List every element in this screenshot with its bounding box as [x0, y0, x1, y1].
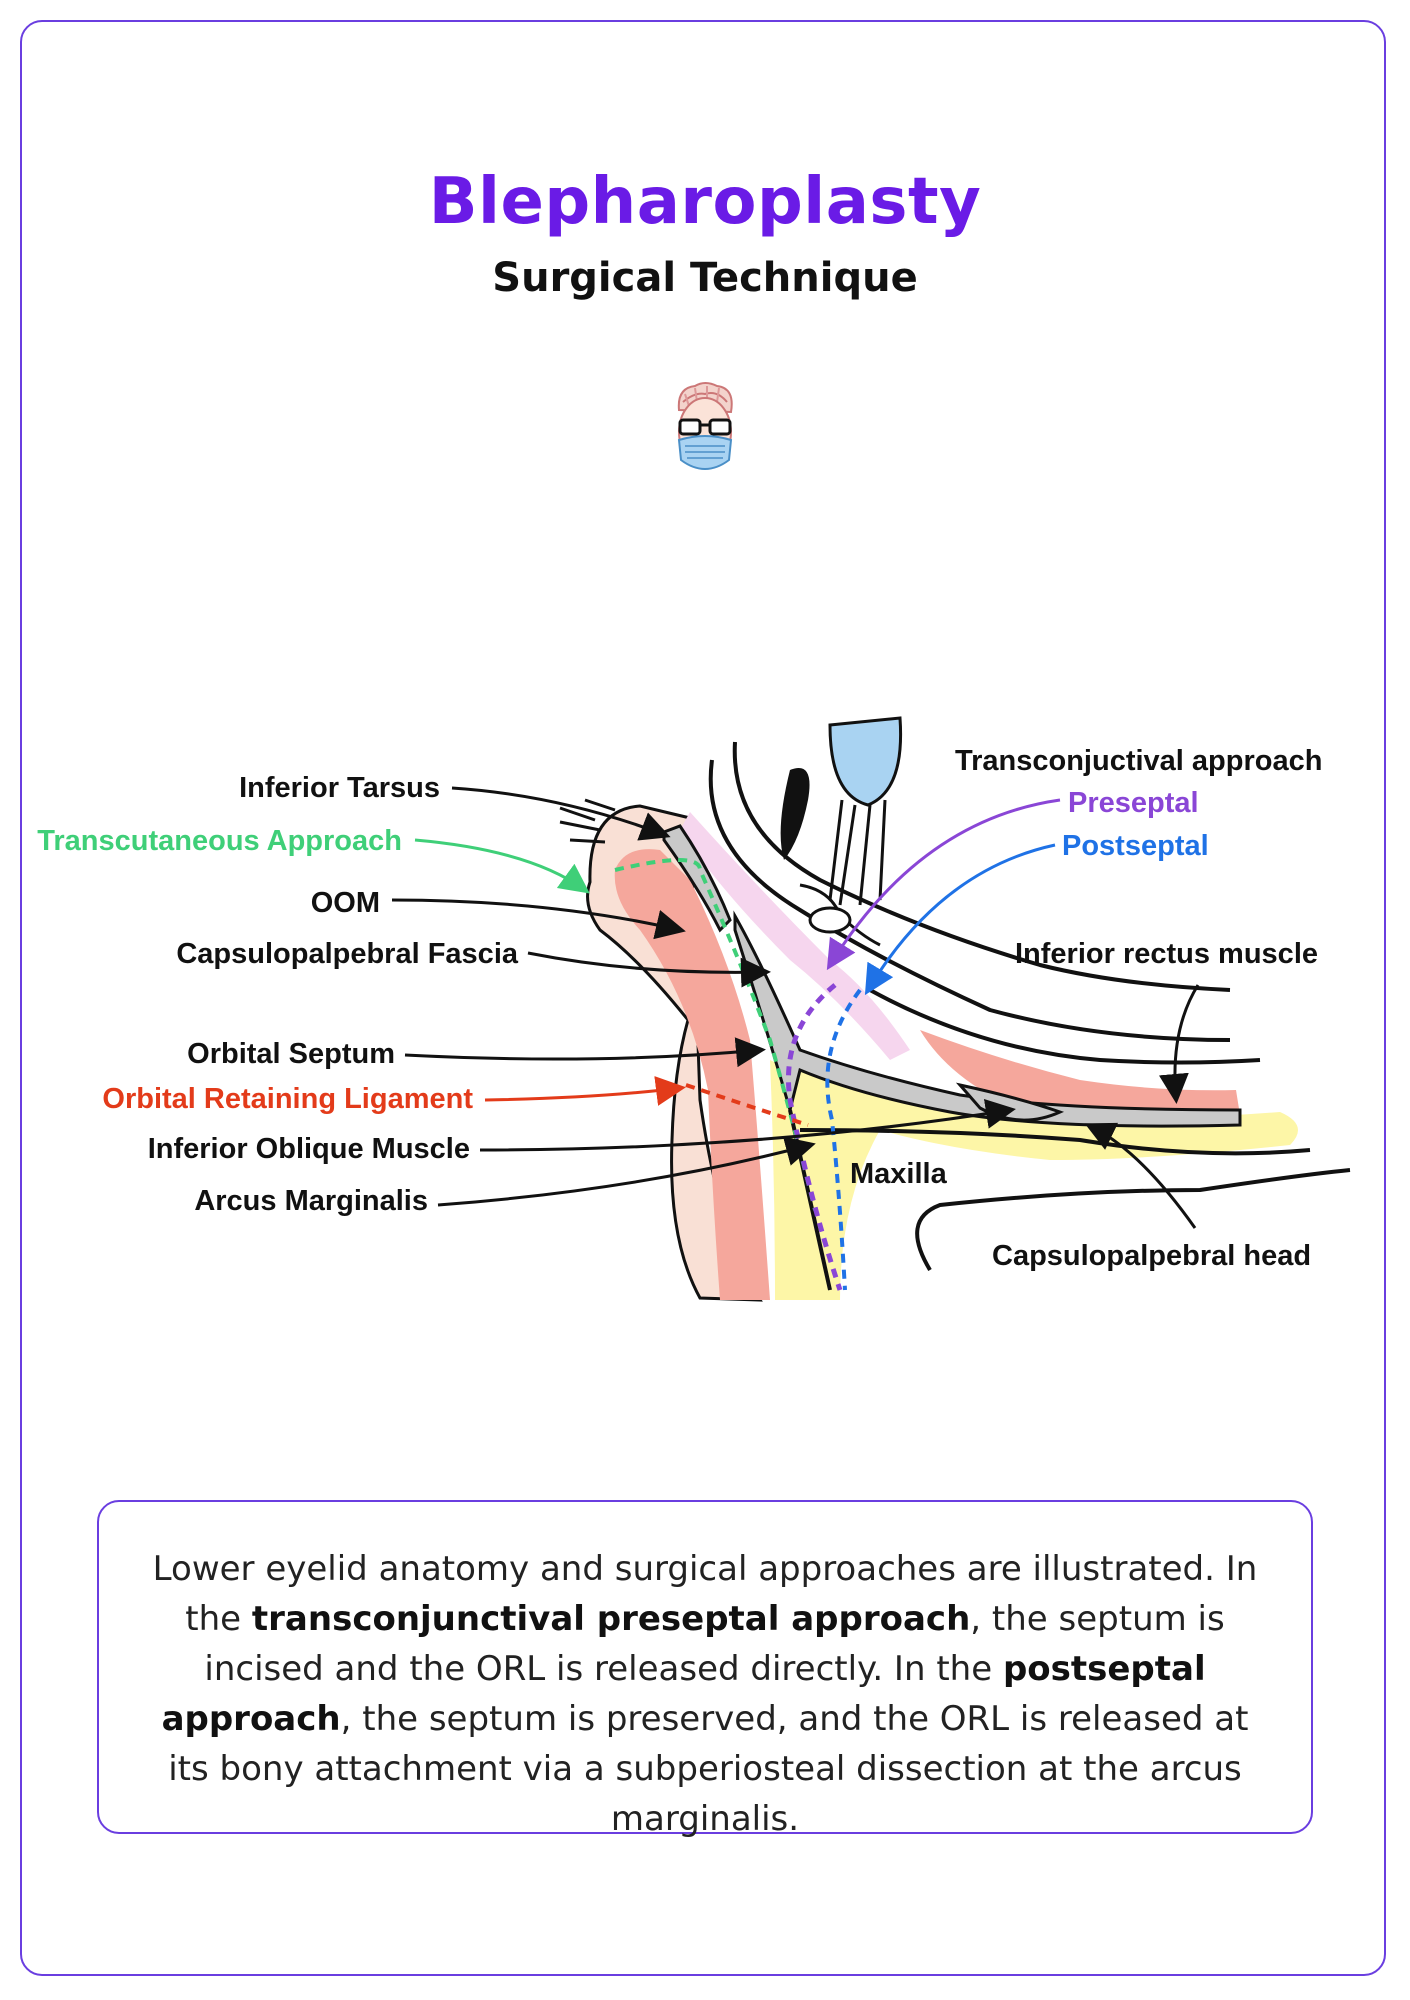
- lower-eyelid-diagram: Inferior Tarsus Transcutaneous Approach …: [37, 716, 1351, 1302]
- retractor-instrument: [828, 716, 903, 807]
- description-text-1: Lower eyelid anatomy and surgical approa…: [152, 1549, 1258, 1639]
- oom-muscle: [614, 849, 770, 1300]
- surgeon-avatar-icon: [677, 382, 733, 470]
- label-postseptal: Postseptal: [1062, 830, 1209, 862]
- description-text-3: , the septum is preserved, and the ORL i…: [168, 1699, 1249, 1839]
- conjunctiva: [680, 812, 910, 1060]
- label-oom: OOM: [311, 887, 380, 919]
- description-bold-1: transconjunctival preseptal approach: [251, 1599, 971, 1639]
- label-transconjunctival-approach: Transconjuctival approach: [955, 745, 1322, 777]
- label-capsulopalpebral-fascia: Capsulopalpebral Fascia: [176, 938, 519, 970]
- label-orbital-septum: Orbital Septum: [187, 1038, 395, 1070]
- description-bold-2: postseptal approach: [161, 1649, 1206, 1739]
- forceps-instrument: [780, 768, 810, 860]
- label-capsulopalpebral-head: Capsulopalpebral head: [992, 1240, 1311, 1272]
- label-maxilla: Maxilla: [850, 1158, 948, 1190]
- label-transcutaneous-approach: Transcutaneous Approach: [37, 825, 402, 857]
- description-text-2: , the septum is incised and the ORL is r…: [204, 1599, 1225, 1689]
- page-title: Blepharoplasty: [428, 165, 982, 239]
- page-card: [20, 20, 1386, 1976]
- label-orbital-retaining-ligament: Orbital Retaining Ligament: [102, 1083, 473, 1115]
- label-inferior-tarsus: Inferior Tarsus: [239, 772, 440, 804]
- page-subtitle: Surgical Technique: [492, 255, 918, 301]
- label-preseptal: Preseptal: [1068, 787, 1199, 819]
- globe-outline: [708, 759, 1231, 1042]
- label-arcus-marginalis: Arcus Marginalis: [194, 1185, 428, 1217]
- label-inferior-oblique-muscle: Inferior Oblique Muscle: [148, 1133, 470, 1165]
- description-box: Lower eyelid anatomy and surgical approa…: [97, 1500, 1313, 1839]
- label-inferior-rectus-muscle: Inferior rectus muscle: [1015, 938, 1318, 970]
